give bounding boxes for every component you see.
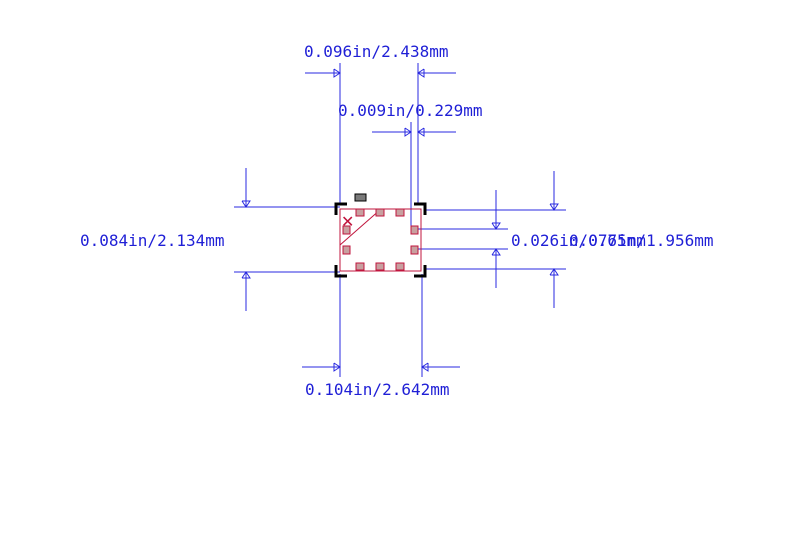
- right-pitch-label: 0.026in/0.65mm: [511, 231, 646, 250]
- right-height-label: 0.077in/1.956mm: [569, 231, 714, 250]
- right-top-arrow: [549, 203, 559, 211]
- right-bottom-arrow: [549, 268, 559, 276]
- pad-right-1: [410, 225, 419, 235]
- bottom-right-arrow: [421, 362, 429, 372]
- pad-right-2: [410, 245, 419, 255]
- left-height-label: 0.084in/2.134mm: [80, 231, 225, 250]
- gap-right-arrow: [417, 127, 425, 137]
- silk-corner-bottom-left: [334, 265, 347, 278]
- top-width-label: 0.096in/2.438mm: [304, 42, 449, 61]
- top-right-arrow: [417, 68, 425, 78]
- pitch-bottom-arrow: [491, 248, 501, 256]
- right-pitch-dimension: 0.026in/0.65mm: [418, 190, 646, 288]
- left-top-arrow: [241, 200, 251, 208]
- component-footprint: ✕: [334, 193, 427, 278]
- pin1-indicator-bar: [354, 193, 367, 202]
- gap-left-arrow: [404, 127, 412, 137]
- pad-top-2: [375, 208, 385, 217]
- bottom-left-arrow: [333, 362, 341, 372]
- pitch-top-arrow: [491, 222, 501, 230]
- pad-top-3: [395, 208, 405, 217]
- left-height-dimension: 0.084in/2.134mm: [80, 168, 340, 311]
- bottom-width-dimension: 0.104in/2.642mm: [302, 274, 460, 399]
- pad-gap-label: 0.009in/0.229mm: [338, 101, 483, 120]
- pad-left-2: [342, 245, 351, 255]
- pad-gap-dimension: 0.009in/0.229mm: [338, 101, 483, 232]
- silk-corner-top-right: [414, 202, 427, 215]
- silk-corner-bottom-right: [414, 265, 427, 278]
- top-width-dimension: 0.096in/2.438mm: [304, 42, 456, 205]
- pad-bottom-1: [355, 262, 365, 271]
- left-bottom-arrow: [241, 271, 251, 279]
- pin1-chamfer-line: [339, 208, 382, 246]
- pad-left-1: [342, 225, 351, 235]
- bottom-width-label: 0.104in/2.642mm: [305, 380, 450, 399]
- pad-bottom-3: [395, 262, 405, 271]
- silk-corner-top-left: [334, 202, 347, 215]
- right-height-dimension: 0.077in/1.956mm: [426, 171, 714, 308]
- pad-bottom-2: [375, 262, 385, 271]
- pad-top-1: [355, 208, 365, 217]
- top-left-arrow: [333, 68, 341, 78]
